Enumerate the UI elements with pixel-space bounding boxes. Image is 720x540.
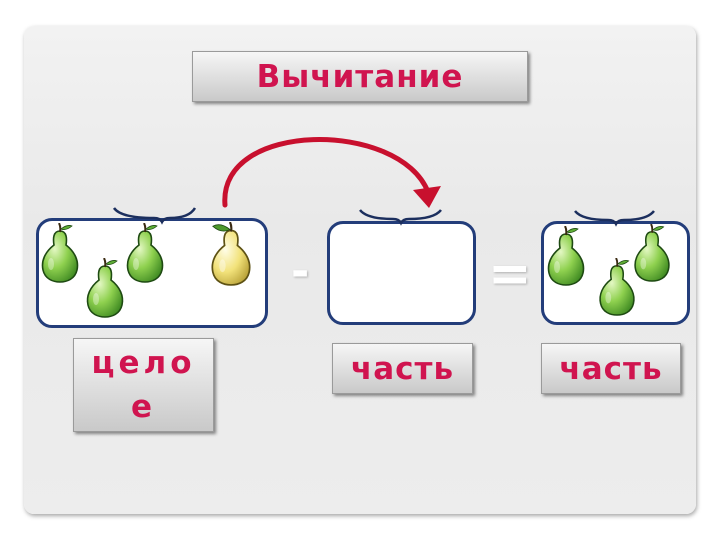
minus-sign: - (291, 246, 310, 297)
part-set-box-empty (327, 221, 476, 325)
whole-label: целое (73, 338, 214, 432)
part-label-second: часть (541, 343, 681, 394)
part-label-first: часть (332, 343, 473, 394)
equals-sign: = (488, 244, 532, 304)
page-title: Вычитание (192, 51, 528, 102)
